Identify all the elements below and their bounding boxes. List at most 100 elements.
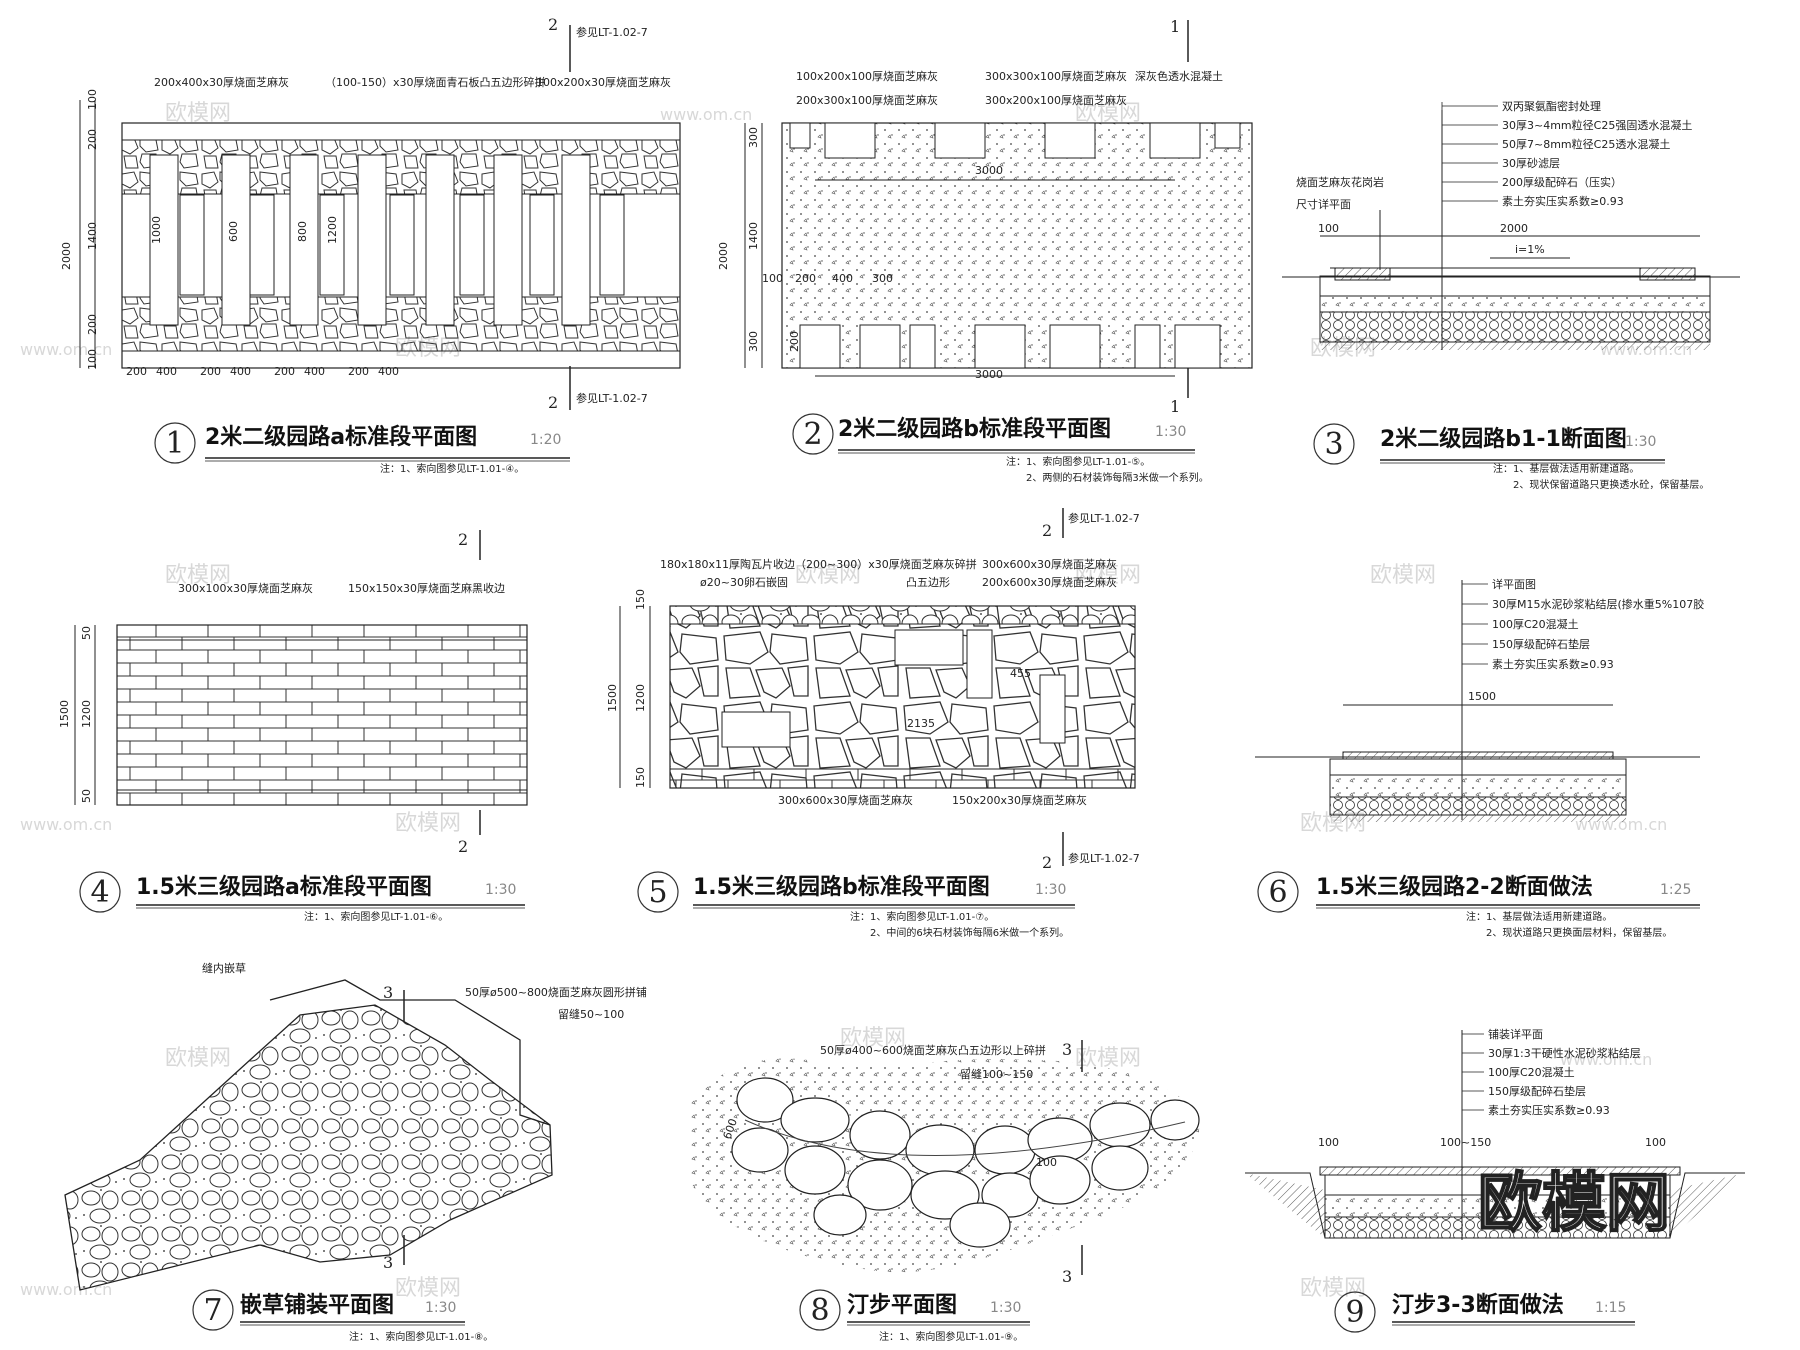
p3-layer-6: 素土夯实压实系数≥0.93 [1502, 194, 1624, 208]
p5-cut-bottom: 2 [1042, 853, 1052, 872]
p1-inner-1: 1000 [150, 216, 163, 244]
panel-note-7-1: 注：1、索向图参见LT-1.01-⑧。 [349, 1330, 493, 1343]
p2-stone-block [1214, 122, 1241, 149]
panel-1-plan [79, 100, 681, 369]
p1-paver-strip [425, 154, 455, 326]
p1-paver-strip [561, 154, 591, 326]
p2-vdim-a: 300 [747, 127, 760, 148]
p8-stepping-stone [849, 1110, 911, 1160]
p8-dim-2: 100 [1036, 1156, 1057, 1169]
p8-label-1: 50厚ø400~600烧面芝麻灰凸五边形以上碎拼 [820, 1043, 1046, 1057]
panel-note-1-1: 注：1、索向图参见LT-1.01-④。 [380, 462, 524, 475]
p2-hdim-1: 100 [762, 272, 783, 285]
panel-5-plan [619, 605, 1136, 789]
p8-cut-bottom: 3 [1062, 1267, 1072, 1286]
p1-vdim-b: 200 [86, 129, 99, 150]
title-circle-2 [792, 413, 834, 455]
panel-number-9: 9 [1345, 1295, 1364, 1330]
p1-inner-3: 800 [296, 221, 309, 242]
panel-title-3: 2米二级园路b1-1断面图 [1380, 426, 1627, 452]
p4-vdim-a: 50 [80, 626, 93, 640]
p9-layer-4: 150厚级配碎石垫层 [1488, 1084, 1586, 1098]
p1-label-2: （100-150）x30厚烧面青石板凸五边形碎拼 [325, 75, 545, 89]
p1-label-3: 100x200x30厚烧面芝麻灰 [536, 75, 671, 89]
watermark-url: www.om.cn [1560, 1050, 1652, 1069]
panel-title-6: 1.5米三级园路2-2断面做法 [1316, 874, 1593, 900]
panel-scale-3: 1:30 [1625, 434, 1656, 450]
p7-cut-top: 3 [383, 983, 393, 1002]
p4-cut-bottom: 2 [458, 837, 468, 856]
p1-hdim: 200 [274, 365, 295, 378]
panel-6-section [1255, 580, 1700, 822]
title-circle-6 [1257, 871, 1299, 913]
p2-stone-block [974, 324, 1026, 369]
p3-layer-5: 200厚级配碎石（压实） [1502, 175, 1622, 189]
p1-paver-short [599, 194, 625, 296]
p2-stone-block [1174, 324, 1221, 369]
p2-stone-block [934, 122, 986, 159]
panel-title-8: 汀步平面图 [847, 1292, 957, 1318]
p8-stepping-stone [1150, 1099, 1200, 1141]
p3-width: 2000 [1500, 222, 1528, 235]
panel-number-3: 3 [1324, 427, 1343, 462]
p8-stepping-stone [736, 1077, 794, 1123]
p2-hdim-4: 300 [872, 272, 893, 285]
title-circle-5 [637, 871, 679, 913]
title-circle-7 [192, 1289, 234, 1331]
p9-layer-2: 30厚1:3干硬性水泥砂浆粘结层 [1488, 1046, 1641, 1060]
p1-inner-2: 600 [227, 221, 240, 242]
p2-label-3: 300x300x100厚烧面芝麻灰 [985, 69, 1127, 83]
watermark-text: 欧模网 [165, 1046, 231, 1071]
p5-vdim-b: 1200 [634, 684, 647, 712]
p2-stone-block [1134, 324, 1161, 369]
p3-layer-3: 50厚7~8mm粒径C25透水混凝土 [1502, 137, 1670, 151]
p1-paver-short [249, 194, 275, 296]
watermark-text: 欧模网 [840, 1026, 906, 1051]
p2-vdim-d: 200 [788, 331, 801, 352]
panel-scale-4: 1:30 [485, 882, 516, 898]
p2-stone-block [1044, 122, 1096, 159]
p2-stone-block [859, 324, 901, 369]
p7-label-3: 留缝50~100 [558, 1007, 624, 1021]
panel-title-4: 1.5米三级园路a标准段平面图 [136, 874, 432, 900]
p7-label-2: 50厚ø500~800烧面芝麻灰圆形拼铺 [465, 985, 647, 999]
panel-scale-7: 1:30 [425, 1300, 456, 1316]
p5-label-1: 180x180x11厚陶瓦片收边 [660, 557, 795, 571]
p1-cut-bottom: 2 [548, 393, 558, 412]
p1-paver-strip [289, 154, 319, 326]
p2-stone-block [1149, 122, 1201, 159]
panel-title-9: 汀步3-3断面做法 [1392, 1292, 1564, 1318]
brand-logo: 欧模网 [1478, 1167, 1670, 1241]
p8-stepping-stone [949, 1202, 1011, 1248]
panel-scale-2: 1:30 [1155, 424, 1186, 440]
title-circle-9 [1334, 1291, 1376, 1333]
p2-vdim-b: 1400 [747, 222, 760, 250]
p1-label-1: 200x400x30厚烧面芝麻灰 [154, 75, 289, 89]
p2-cut-top: 1 [1170, 17, 1180, 36]
p1-paver-short [459, 194, 485, 296]
p1-paver-strip [357, 154, 387, 326]
p8-stepping-stone [784, 1145, 846, 1195]
p5-label-3: 凸五边形 [906, 576, 950, 589]
panel-4-plan [74, 624, 528, 806]
p5-label-6: ø20~30卵石嵌固 [700, 576, 788, 589]
p3-slope: i=1% [1515, 243, 1545, 256]
p2-stone-block [824, 122, 876, 159]
p5-dim-2: 2135 [907, 717, 935, 730]
p1-inner-4: 1200 [326, 216, 339, 244]
watermark-text: 欧模网 [1075, 563, 1141, 588]
p2-label-4: 300x200x100厚烧面芝麻灰 [985, 93, 1127, 107]
p2-label-5: 深灰色透水混凝土 [1135, 69, 1223, 83]
p2-vdim-c: 300 [747, 331, 760, 352]
watermark-url: www.om.cn [20, 340, 112, 359]
panel-note-4-1: 注：1、索向图参见LT-1.01-⑥。 [304, 910, 448, 923]
p5-vdim-a: 150 [634, 589, 647, 610]
panel-title-5: 1.5米三级园路b标准段平面图 [693, 874, 990, 900]
p8-stepping-stone [813, 1194, 867, 1236]
p1-cut-top: 2 [548, 15, 558, 34]
p8-stepping-stone [905, 1124, 975, 1176]
panel-number-5: 5 [648, 875, 667, 910]
p2-vdim-total: 2000 [717, 242, 730, 270]
watermark-text: 欧模网 [1370, 563, 1436, 588]
watermark-text: 欧模网 [795, 563, 861, 588]
